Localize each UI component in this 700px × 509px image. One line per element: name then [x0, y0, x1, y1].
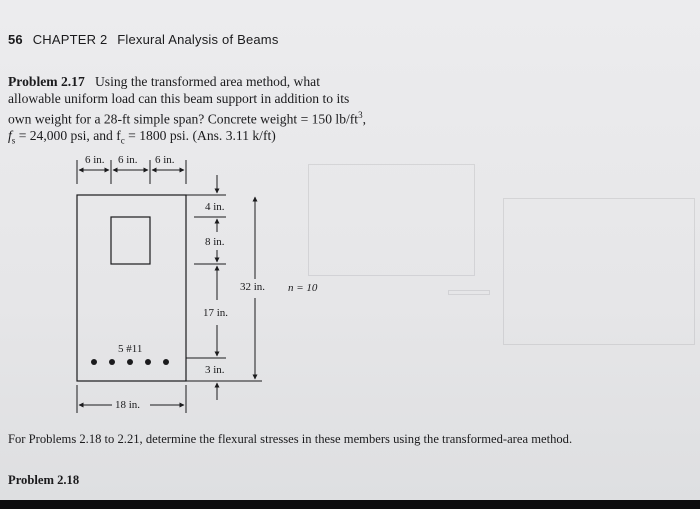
hole-outline [110, 216, 151, 265]
problem-label: Problem 2.17 [8, 74, 85, 89]
rebar-3 [127, 359, 133, 365]
fs-value: = 24,000 psi, and f [15, 128, 121, 144]
problem-2-17: Problem 2.17 Using the transformed area … [8, 74, 410, 149]
cubic-superscript: 3 [358, 110, 363, 120]
rebar-2 [109, 359, 115, 365]
rebar-5 [163, 359, 169, 365]
fc-value-answer: = 1800 psi. (Ans. 3.11 k/ft) [124, 128, 276, 144]
dim-17in-label: 17 in. [203, 307, 229, 319]
problem-line-3: own weight for a 28-ft simple span? Conc… [8, 110, 366, 127]
dim-4in-label: 4 in. [205, 201, 225, 213]
width-label: 18 in. [115, 399, 141, 411]
dim-3in-label: 3 in. [205, 364, 225, 376]
top-dim-label-2: 6 in. [118, 154, 138, 166]
page-number: 56 [8, 32, 23, 47]
problem-line-4: fs = 24,000 psi, and fc = 1800 psi. (Ans… [8, 128, 410, 149]
problem-line-1: Problem 2.17 Using the transformed area … [8, 74, 410, 91]
problem-text-1: Using the transformed area method, what [94, 74, 320, 89]
fs-subscript: s [11, 135, 16, 146]
problem-line-2: allowable uniform load can this beam sup… [8, 90, 350, 106]
beam-outline [76, 194, 187, 382]
dim-8in-label: 8 in. [205, 236, 225, 248]
chapter-title: Flexural Analysis of Beams [117, 32, 279, 47]
dim-32in-label: 32 in. [240, 281, 266, 293]
modular-ratio-label: n = 10 [288, 282, 318, 294]
rebar-4 [145, 359, 151, 365]
page-header: 56 CHAPTER 2 Flexural Analysis of Beams [8, 32, 279, 47]
next-problem-label: Problem 2.18 [8, 473, 80, 487]
rebar-1 [91, 359, 97, 365]
problem-text-3: own weight for a 28-ft simple span? Conc… [8, 111, 359, 127]
problems-instruction: For Problems 2.18 to 2.21, determine the… [8, 432, 573, 446]
top-dim-label-3: 6 in. [155, 154, 175, 166]
chapter-label: CHAPTER 2 [32, 32, 108, 47]
fs-symbol: f [8, 128, 12, 144]
fc-subscript: c [120, 135, 125, 146]
rebar-label: 5 #11 [118, 343, 143, 355]
page-bottom-shadow [0, 500, 700, 509]
top-dim-label-1: 6 in. [85, 154, 105, 166]
